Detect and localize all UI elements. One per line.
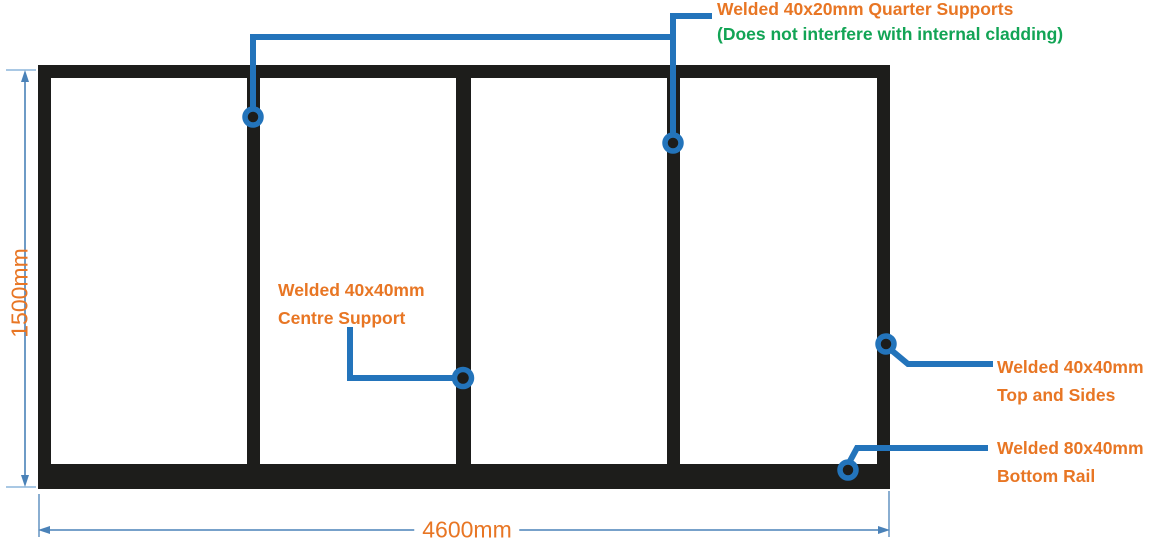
- width-dimension-label: 4600mm: [414, 516, 520, 540]
- top-sides-leader-line: [888, 346, 993, 367]
- width-dim-arrow-right: [878, 526, 890, 534]
- height-dim-arrow-up: [21, 70, 29, 82]
- weld-marker-icon: [242, 106, 264, 128]
- centre-support-annotation: Welded 40x40mm Centre Support: [278, 276, 425, 332]
- centre-support-annotation-line2: Centre Support: [278, 308, 406, 328]
- quarter-supports-leader-line: [670, 13, 712, 140]
- quarter-supports-annotation-line2: (Does not interfere with internal claddi…: [717, 24, 1064, 44]
- bottom-rail-annotation: Welded 80x40mm Bottom Rail: [997, 434, 1144, 490]
- height-dimension-label: 1500mm: [6, 248, 33, 338]
- top-sides-annotation-line2: Top and Sides: [997, 385, 1116, 405]
- weld-marker-icon: [837, 459, 859, 481]
- bottom-rail-annotation-line1: Welded 80x40mm: [997, 438, 1144, 458]
- bottom-rail-annotation-line2: Bottom Rail: [997, 466, 1096, 486]
- top-sides-annotation: Welded 40x40mm Top and Sides: [997, 353, 1144, 409]
- weld-marker-icon: [875, 333, 897, 355]
- centre-support-leader-line: [347, 327, 455, 381]
- quarter-supports-annotation-line1: Welded 40x20mm Quarter Supports: [717, 0, 1014, 19]
- height-dim-arrow-down: [21, 475, 29, 487]
- quarter-supports-leader-branch: [250, 34, 676, 112]
- centre-support-annotation-line1: Welded 40x40mm: [278, 280, 425, 300]
- quarter-support-left: [247, 78, 260, 464]
- quarter-support-right: [667, 78, 680, 464]
- top-sides-annotation-line1: Welded 40x40mm: [997, 357, 1144, 377]
- bottom-rail-leader-line: [847, 445, 988, 463]
- weld-marker-icon: [662, 132, 684, 154]
- weld-marker-icon: [451, 366, 475, 390]
- quarter-supports-annotation: Welded 40x20mm Quarter Supports (Does no…: [717, 0, 1063, 47]
- width-dim-arrow-left: [38, 526, 50, 534]
